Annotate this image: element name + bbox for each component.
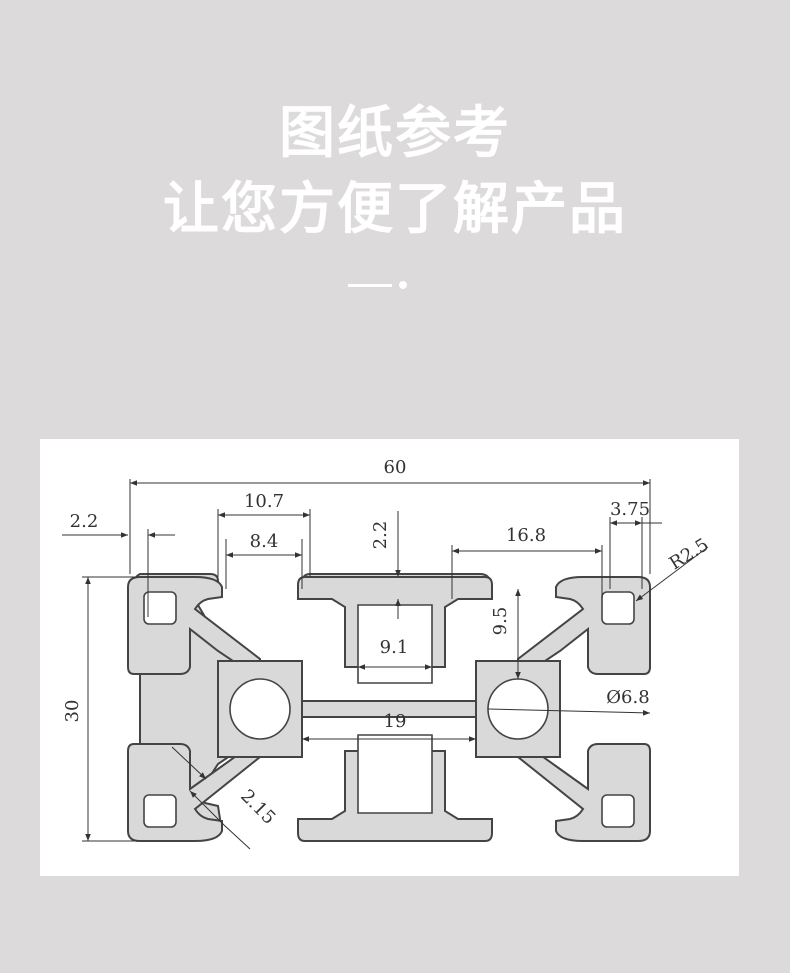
- cavity-right-top: [601, 591, 635, 625]
- page-title: 图纸参考: [279, 101, 511, 166]
- title-divider-dot: [399, 281, 407, 289]
- profile-center-web: [301, 700, 477, 718]
- cavity-left-top: [143, 591, 177, 625]
- cavity-center: [357, 604, 433, 684]
- dim-slot-depth-corner: 3.75: [610, 499, 650, 520]
- bore-left: [229, 678, 291, 740]
- dim-center-depth: 9.5: [490, 607, 511, 636]
- title-divider: [348, 284, 392, 287]
- dim-bore-diameter: Ø6.8: [606, 687, 649, 708]
- cavity-left-bottom: [143, 794, 177, 828]
- dim-overall-width: 60: [384, 457, 407, 478]
- dim-center-width: 9.1: [380, 637, 409, 658]
- dim-corner-radius: R2.5: [666, 534, 713, 574]
- dim-core-spacing: 19: [384, 711, 407, 732]
- dimension-labels: 60 30 10.7 8.4 2.2 2.2 16.8 3.75 R2.5 9.…: [62, 457, 713, 829]
- dim-slot-opening: 8.4: [250, 531, 279, 552]
- page-subtitle: 让您方便了解产品: [163, 177, 627, 242]
- profile-drawing: 60 30 10.7 8.4 2.2 2.2 16.8 3.75 R2.5 9.…: [62, 457, 713, 850]
- cavity-center-bottom: [357, 734, 433, 814]
- dim-slot-outer-width: 10.7: [244, 491, 284, 512]
- cavity-right-bottom: [601, 794, 635, 828]
- dim-wall-top-center: 2.2: [370, 521, 391, 550]
- dim-overall-height: 30: [62, 700, 83, 723]
- drawing-panel: 60 30 10.7 8.4 2.2 2.2 16.8 3.75 R2.5 9.…: [40, 439, 739, 876]
- dimension-lines: [62, 479, 709, 850]
- profile-cavities: [143, 591, 635, 828]
- dim-web-thickness: 2.15: [236, 786, 279, 829]
- dim-wall-top-left: 2.2: [70, 511, 99, 532]
- dim-center-gap: 16.8: [506, 525, 546, 546]
